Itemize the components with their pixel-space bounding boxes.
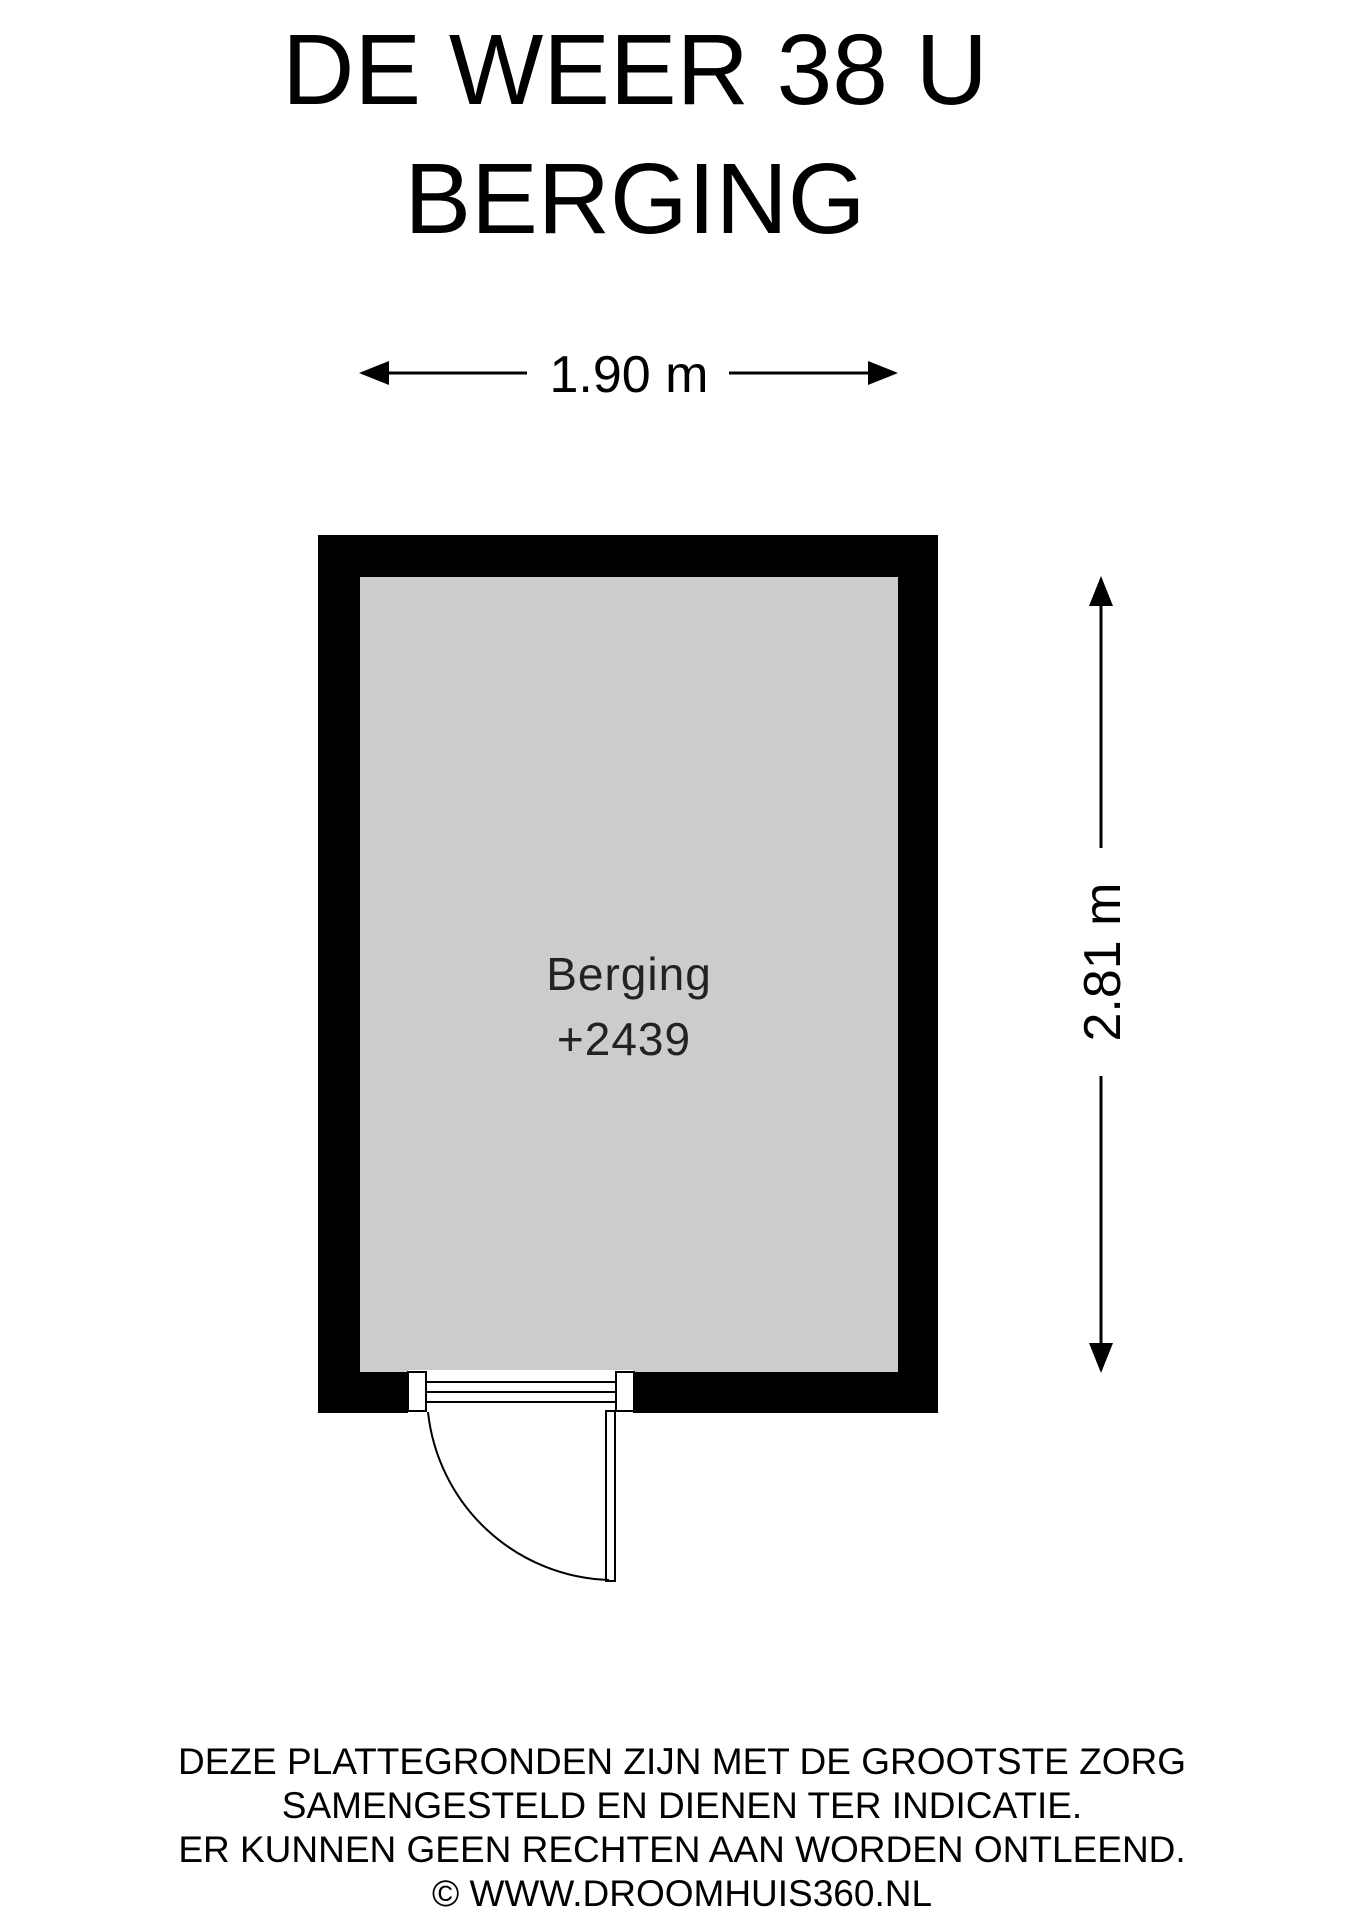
height-dimension: 2.81 m <box>1074 576 1132 1373</box>
door <box>407 1370 635 1582</box>
room-name: Berging <box>546 948 712 1000</box>
copyright-link[interactable]: © WWW.DROOMHUIS360.NL <box>432 1873 932 1914</box>
door-frame-right <box>615 1371 635 1412</box>
room-floor <box>360 577 898 1372</box>
door-frame-left <box>407 1371 427 1412</box>
disclaimer-line-1: DEZE PLATTEGRONDEN ZIJN MET DE GROOTSTE … <box>178 1741 1186 1782</box>
plan-title-address: DE WEER 38 U <box>282 14 988 126</box>
plan-title-room: BERGING <box>404 143 865 255</box>
door-swing-arc <box>427 1411 610 1581</box>
door-leaf <box>605 1410 616 1582</box>
room-level: +2439 <box>557 1013 691 1065</box>
disclaimer: DEZE PLATTEGRONDEN ZIJN MET DE GROOTSTE … <box>178 1741 1186 1914</box>
disclaimer-line-3: ER KUNNEN GEEN RECHTEN AAN WORDEN ONTLEE… <box>178 1829 1185 1870</box>
disclaimer-line-2: SAMENGESTELD EN DIENEN TER INDICATIE. <box>282 1785 1082 1826</box>
height-label: 2.81 m <box>1074 883 1132 1042</box>
width-dimension: 1.90 m <box>359 346 898 404</box>
width-label: 1.90 m <box>550 346 709 404</box>
